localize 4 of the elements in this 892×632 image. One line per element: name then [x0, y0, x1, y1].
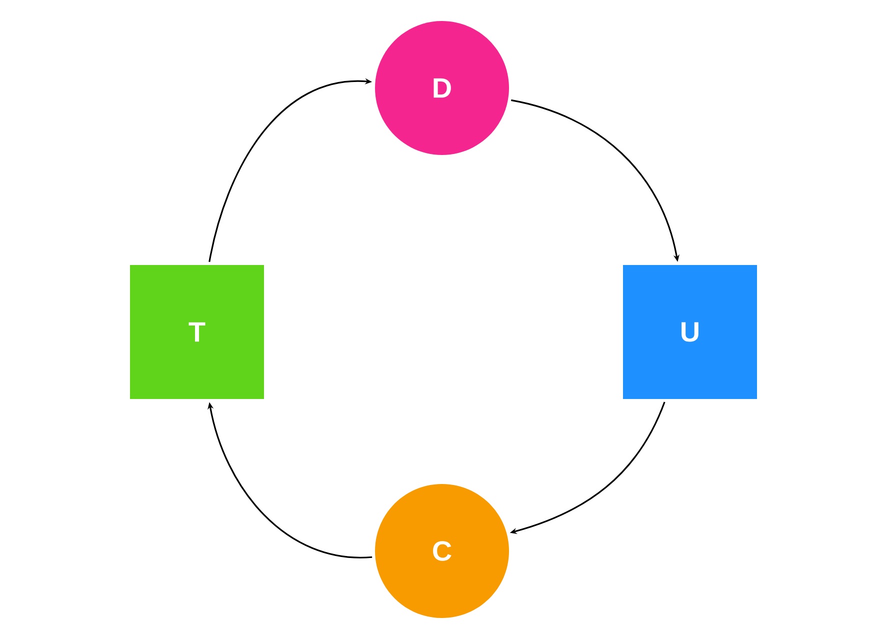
square-node: U [623, 265, 757, 399]
circle-node: C [375, 484, 509, 618]
circle-node: D [375, 21, 509, 155]
square-node: T [130, 265, 264, 399]
